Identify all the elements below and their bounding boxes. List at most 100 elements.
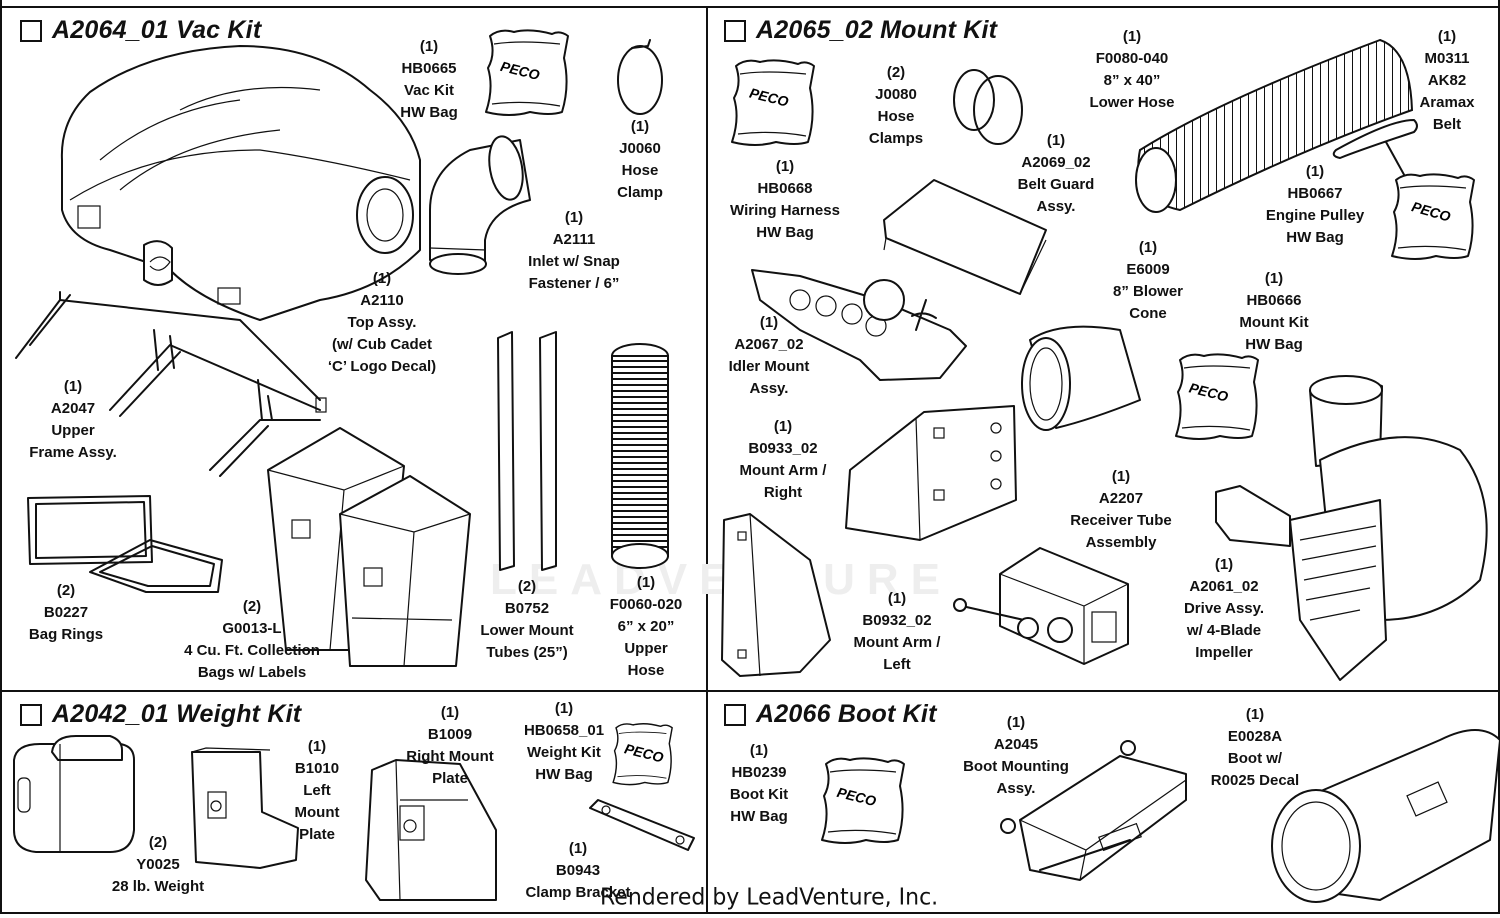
hb0665-bag: PECO [485,29,569,116]
part-label-line: Idler Mount [728,358,810,375]
part-label-line: Cone [1129,305,1167,322]
part-label-line: (1) [1111,468,1131,485]
part-label-line: HB0239 [731,764,787,781]
part-label-line: Assembly [1085,534,1157,551]
part-label-line: J0060 [619,140,661,157]
part-label-line: (2) [886,64,906,81]
part-label-line: Mount [294,804,340,821]
part-label-line: Assy. [996,780,1036,797]
part-label-line: M0311 [1424,50,1470,67]
part-label-line: A2111 [552,231,596,248]
a2111-inlet-illustration [429,135,531,275]
part-label-line: (1) [1006,714,1026,731]
part-label-line: HB0665 [401,60,457,77]
part-label-line: Mount Kit [1239,314,1309,331]
part-label-line: (2) [242,598,262,615]
part-label-line: 4 Cu. Ft. Collection [184,642,320,659]
part-label-line: F0080-040 [1095,50,1169,67]
part-label-line: (1) [759,314,779,331]
e6009-cone-illustration [1021,325,1141,431]
part-label-line: G0013-L [222,620,282,637]
part-label-line: B1010 [294,760,340,777]
a2045-boot-mount-illustration [1000,740,1187,881]
part-label-line: HW Bag [756,224,814,241]
b0227-ring-1 [27,495,153,565]
part-label-line: HW Bag [400,104,458,121]
j0060-clamp [617,45,663,115]
a2067-idler-illustration [751,269,967,381]
part-label-line: (1) [1046,132,1066,149]
hb0239-bag: PECO [821,757,905,844]
part-label-line: (1) [1305,163,1325,180]
f0080-hose-illustration [1135,38,1414,213]
weight-kit-title-text: A2042_01 Weight Kit [52,700,302,728]
part-label-line: Right Mount [406,748,494,765]
part-label-line: (w/ Cub Cadet [331,336,432,353]
part-label-line: (1) [773,418,793,435]
part-label-line: Lower Hose [1089,94,1175,111]
part-label-line: Upper [51,422,95,439]
part-label-line: HW Bag [535,766,593,783]
part-label-line: Plate [432,770,468,787]
part-label-line: (1) [440,704,460,721]
part-label-line: (2) [148,834,168,851]
part-label-line: HW Bag [1286,229,1344,246]
part-label-line: Lower Mount [480,622,574,639]
part-label-line: 8” x 40” [1103,72,1161,89]
boot-kit-title-text: A2066 Boot Kit [756,700,937,728]
part-label-line: A2110 [360,292,404,309]
b0752-tubes-illustration [497,331,557,571]
part-label-line: E6009 [1126,261,1170,278]
part-label-line: (1) [1214,556,1234,573]
part-label-line: A2207 [1098,490,1144,507]
part-label-line: Tubes (25”) [486,644,568,661]
mount-kit-checkbox[interactable] [724,19,746,42]
mount-kit-title: A2065_02 Mount Kit [724,16,997,45]
part-label-line: J0080 [875,86,917,103]
b0933-arm-right [845,405,1017,541]
part-label-line: Bag Rings [28,626,104,643]
part-label-line: Boot Kit [729,786,789,803]
part-label-line: (1) [372,270,392,287]
part-label-line: (1) [419,38,439,55]
part-label-line: R0025 Decal [1210,772,1300,789]
vac-kit-checkbox[interactable] [20,19,42,42]
part-label-line: B0933_02 [748,440,818,457]
part-label-line: Y0025 [136,856,180,873]
part-label-line: (1) [307,738,327,755]
part-label-line: B0752 [504,600,550,617]
part-label-line: 8” Blower [1112,283,1184,300]
part-label-line: Engine Pulley [1265,207,1365,224]
vac-kit-title-text: A2064_01 Vac Kit [52,16,262,44]
weight-kit-checkbox[interactable] [20,703,42,726]
part-label-line: Assy. [749,380,789,397]
a2061-drive-illustration [1215,375,1488,681]
part-label-line: 6” x 20” [617,618,675,635]
mount-kit-title-text: A2065_02 Mount Kit [756,16,998,44]
m0311-belt [1332,119,1418,159]
hb0658-bag: PECO [612,723,673,786]
part-label-line: Frame Assy. [29,444,117,461]
boot-kit-checkbox[interactable] [724,703,746,726]
a2207-receiver-illustration [953,547,1129,665]
part-label-line: (1) [1264,270,1284,287]
part-label-line: Clamp [617,184,663,201]
part-label-line: Boot w/ [1227,750,1283,767]
part-label-line: Right [763,484,803,501]
hb0667-bag: PECO [1391,173,1475,260]
part-label-line: ‘C’ Logo Decal) [327,358,437,375]
